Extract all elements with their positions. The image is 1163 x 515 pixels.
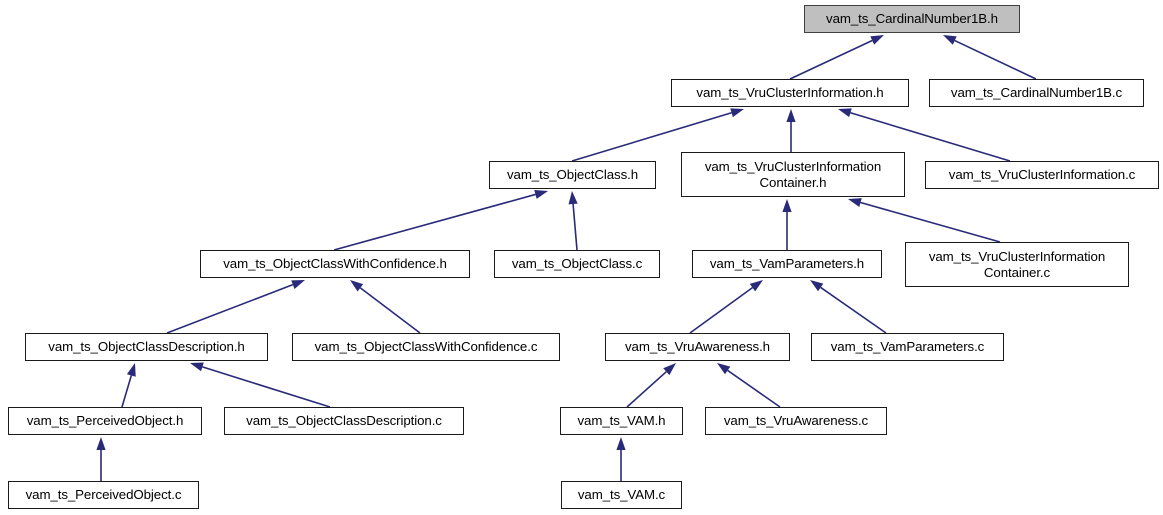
graph-edge-line xyxy=(202,366,331,408)
graph-edge-line xyxy=(954,39,1037,80)
graph-edge-arrowhead-icon xyxy=(663,363,676,376)
graph-node-label: vam_ts_PerceivedObject.h xyxy=(26,413,184,428)
graph-node-objectclass-h[interactable]: vam_ts_ObjectClass.h xyxy=(489,161,656,189)
graph-edge-line xyxy=(359,287,421,334)
graph-node-label: vam_ts_VruAwareness.c xyxy=(723,413,869,428)
graph-node-objectclasswithconfidence-c[interactable]: vam_ts_ObjectClassWithConfidence.c xyxy=(292,333,560,361)
graph-node-label: vam_ts_PerceivedObject.c xyxy=(25,487,182,502)
graph-node-label: vam_ts_VruClusterInformation Container.h xyxy=(704,158,882,190)
graph-node-label: vam_ts_ObjectClassDescription.h xyxy=(48,339,245,354)
graph-node-perceivedobject-h[interactable]: vam_ts_PerceivedObject.h xyxy=(8,407,202,435)
graph-node-vam-c[interactable]: vam_ts_VAM.c xyxy=(561,481,682,509)
graph-edge-arrowhead-icon xyxy=(943,35,957,45)
graph-edge-arrowhead-icon xyxy=(782,199,792,212)
graph-node-label: vam_ts_VamParameters.c xyxy=(830,339,985,354)
graph-edge-line xyxy=(860,201,1001,243)
graph-edge-line xyxy=(333,193,536,251)
graph-edge-line xyxy=(689,286,753,334)
graph-node-label: vam_ts_VruAwareness.h xyxy=(625,339,770,354)
graph-edge-arrowhead-icon xyxy=(534,190,548,199)
graph-node-label: vam_ts_ObjectClassWithConfidence.c xyxy=(314,339,538,354)
graph-node-vruawareness-c[interactable]: vam_ts_VruAwareness.c xyxy=(705,407,887,435)
graph-edge-arrowhead-icon xyxy=(870,35,884,45)
graph-node-vruawareness-h[interactable]: vam_ts_VruAwareness.h xyxy=(605,333,790,361)
graph-node-label: vam_ts_ObjectClassDescription.c xyxy=(246,413,442,428)
graph-edge-arrowhead-icon xyxy=(786,109,796,122)
graph-edge-line xyxy=(121,375,133,408)
graph-node-perceivedobject-c[interactable]: vam_ts_PerceivedObject.c xyxy=(8,481,199,509)
graph-edge-line xyxy=(820,286,887,334)
graph-node-label: vam_ts_VamParameters.h xyxy=(709,256,865,271)
graph-edge-line xyxy=(727,369,781,408)
graph-node-label: vam_ts_VAM.h xyxy=(577,413,666,428)
graph-node-label: vam_ts_VruClusterInformation.c xyxy=(948,167,1136,182)
graph-node-vam-h[interactable]: vam_ts_VAM.h xyxy=(560,407,683,435)
graph-node-objectclass-c[interactable]: vam_ts_ObjectClass.c xyxy=(494,250,660,278)
graph-node-vamparameters-h[interactable]: vam_ts_VamParameters.h xyxy=(692,250,882,278)
graph-node-vruclusterinformationcontainer-h[interactable]: vam_ts_VruClusterInformation Container.h xyxy=(681,152,905,197)
graph-node-vruclusterinformation-c[interactable]: vam_ts_VruClusterInformation.c xyxy=(925,161,1159,189)
graph-node-label: vam_ts_VruClusterInformation.h xyxy=(696,85,884,100)
graph-node-label: vam_ts_ObjectClassWithConfidence.h xyxy=(223,256,447,271)
graph-edge-arrowhead-icon xyxy=(96,437,106,450)
graph-node-objectclassdescription-h[interactable]: vam_ts_ObjectClassDescription.h xyxy=(25,333,268,361)
graph-edge-arrowhead-icon xyxy=(848,198,862,207)
graph-node-vruclusterinformation-h[interactable]: vam_ts_VruClusterInformation.h xyxy=(671,79,909,107)
graph-edge-arrowhead-icon xyxy=(568,191,578,205)
graph-edge-arrowhead-icon xyxy=(730,108,744,118)
graph-node-label: vam_ts_ObjectClass.c xyxy=(511,256,643,271)
graph-node-label: vam_ts_VAM.c xyxy=(577,487,666,502)
graph-node-label: vam_ts_CardinalNumber1B.c xyxy=(950,85,1123,100)
graph-node-vruclusterinformationcontainer-c[interactable]: vam_ts_VruClusterInformation Container.c xyxy=(905,242,1129,287)
graph-edge-arrowhead-icon xyxy=(717,363,731,375)
graph-node-label: vam_ts_CardinalNumber1B.h xyxy=(826,11,998,26)
graph-edge-arrowhead-icon xyxy=(749,280,763,292)
graph-edge-line xyxy=(789,39,873,80)
graph-node-cardinalnumber1b-c[interactable]: vam_ts_CardinalNumber1B.c xyxy=(929,79,1144,107)
graph-node-objectclasswithconfidence-h[interactable]: vam_ts_ObjectClassWithConfidence.h xyxy=(200,250,470,278)
graph-edge-arrowhead-icon xyxy=(838,108,852,118)
graph-edge-line xyxy=(572,203,578,251)
graph-edge-arrowhead-icon xyxy=(126,363,136,377)
graph-edge-arrowhead-icon xyxy=(810,280,824,292)
graph-edge-arrowhead-icon xyxy=(616,437,626,450)
graph-node-vamparameters-c[interactable]: vam_ts_VamParameters.c xyxy=(811,333,1004,361)
graph-node-label: vam_ts_VruClusterInformation Container.c xyxy=(928,248,1106,280)
graph-node-objectclassdescription-c[interactable]: vam_ts_ObjectClassDescription.c xyxy=(224,407,464,435)
graph-edge-arrowhead-icon xyxy=(190,362,204,372)
graph-node-label: vam_ts_ObjectClass.h xyxy=(506,167,639,182)
graph-edge-arrowhead-icon xyxy=(350,280,364,292)
graph-edge-line xyxy=(166,283,294,334)
graph-edge-arrowhead-icon xyxy=(291,280,305,289)
graph-edge-line xyxy=(626,371,667,408)
graph-node-cardinalnumber1b-h[interactable]: vam_ts_CardinalNumber1B.h xyxy=(804,5,1020,33)
